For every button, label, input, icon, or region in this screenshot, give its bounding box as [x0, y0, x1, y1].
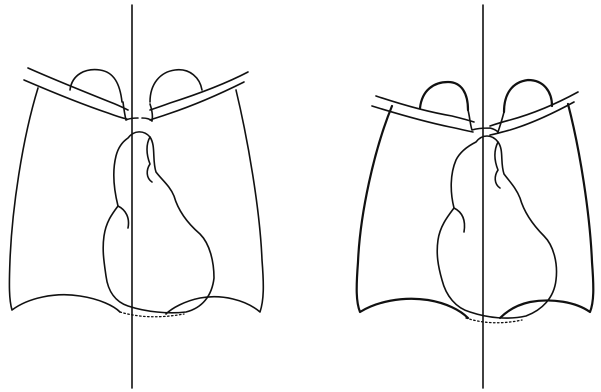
left-clavicle-right-lower	[150, 82, 244, 120]
left-heart-atrium	[118, 206, 129, 228]
left-sternoclavicular-joint	[123, 102, 152, 121]
right-heart-atrium	[454, 208, 465, 232]
panel-right	[357, 5, 594, 388]
left-heart-outline	[103, 132, 214, 313]
panel-left	[9, 5, 263, 388]
left-clavicle-left-lower	[24, 80, 127, 119]
right-lung-apex-left	[420, 82, 468, 110]
right-heart-outline	[437, 136, 556, 318]
left-lung-apex-right	[150, 70, 202, 102]
right-heart-apex-dotted	[466, 318, 522, 323]
right-thorax-right-wall	[500, 104, 593, 318]
left-thorax-right-wall	[166, 90, 263, 314]
right-heart-inner	[495, 142, 500, 188]
left-thorax-left-wall	[9, 88, 120, 312]
left-heart-inner	[147, 137, 152, 182]
left-clavicle-right	[150, 72, 248, 110]
